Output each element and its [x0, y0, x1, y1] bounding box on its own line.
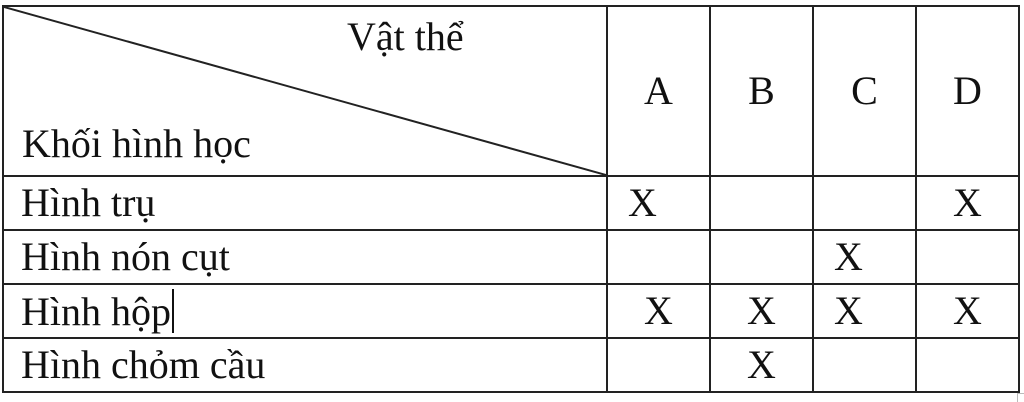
row-label: Hình hộp [21, 289, 171, 334]
table-row: Hình nón cụt X [2, 229, 1020, 285]
column-header-d: D [915, 5, 1020, 177]
diagonal-header-cell: Vật thể Khối hình học [2, 5, 608, 177]
table-cell: X [812, 229, 917, 285]
table-cell: X [812, 283, 917, 339]
table-cell [709, 175, 814, 231]
table-cell: X [915, 175, 1020, 231]
table-cell [915, 229, 1020, 285]
table-cell [606, 229, 711, 285]
table-cell: X [915, 283, 1020, 339]
table-cell [709, 229, 814, 285]
row-label: Hình nón cụt [2, 229, 608, 285]
row-label: Hình chỏm cầu [2, 337, 608, 393]
table-row: Hình hộp X X X X [2, 283, 1020, 339]
geometry-table: Vật thể Khối hình học A B C D Hình trụ X… [2, 5, 1020, 393]
table-resize-handle[interactable] [1017, 393, 1024, 402]
table-cell [606, 337, 711, 393]
table-row: Hình chỏm cầu X [2, 337, 1020, 393]
shape-header-label: Khối hình học [22, 121, 251, 166]
column-header-a: A [606, 5, 711, 177]
table-row: Hình trụ X X [2, 175, 1020, 231]
table-cell: X [709, 337, 814, 393]
header-row: Vật thể Khối hình học A B C D [2, 5, 1020, 177]
table-cell: X [606, 283, 711, 339]
row-label-with-caret[interactable]: Hình hộp [2, 283, 608, 339]
table-cell: X [606, 175, 711, 231]
table-cell [812, 337, 917, 393]
column-header-b: B [709, 5, 814, 177]
column-header-c: C [812, 5, 917, 177]
table-cell [915, 337, 1020, 393]
text-cursor [172, 289, 174, 333]
object-header-label: Vật thể [347, 14, 464, 59]
table-cell: X [709, 283, 814, 339]
row-label: Hình trụ [2, 175, 608, 231]
table-cell [812, 175, 917, 231]
diagonal-divider-line [4, 7, 606, 175]
